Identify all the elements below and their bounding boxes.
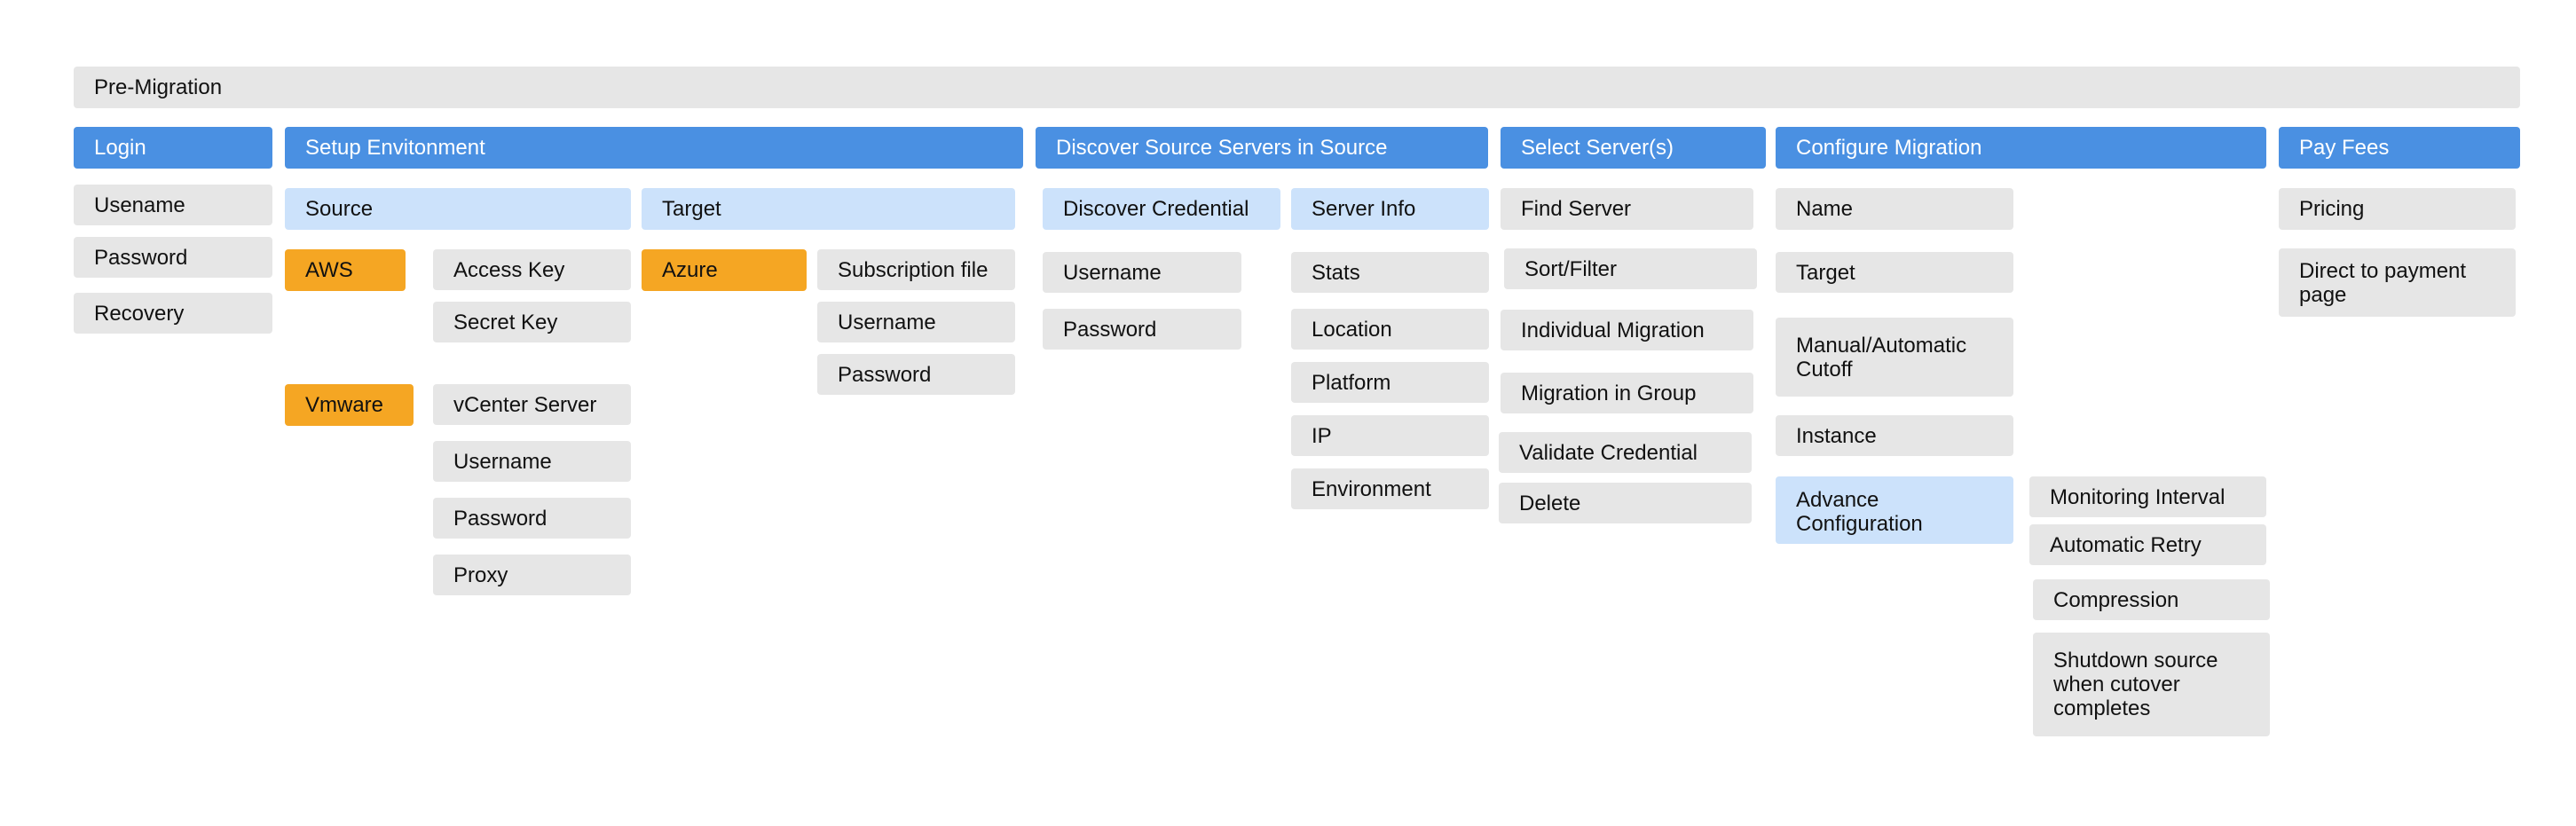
- header-configure-migration[interactable]: Configure Migration: [1776, 127, 2266, 169]
- credential-password: Password: [1043, 309, 1241, 350]
- header-select-servers[interactable]: Select Server(s): [1501, 127, 1766, 169]
- login-username: Usename: [74, 185, 272, 225]
- configure-advance-configuration[interactable]: Advance Configuration: [1776, 476, 2013, 544]
- discover-credential[interactable]: Discover Credential: [1043, 188, 1280, 230]
- pay-pricing: Pricing: [2279, 188, 2516, 230]
- select-validate-credential: Validate Credential: [1499, 432, 1752, 473]
- pre-migration-title: Pre-Migration: [74, 67, 2520, 108]
- login-password: Password: [74, 237, 272, 278]
- header-setup-environment[interactable]: Setup Envitonment: [285, 127, 1023, 169]
- configure-manual-automatic-cutoff: Manual/Automatic Cutoff: [1776, 318, 2013, 397]
- select-sort-filter: Sort/Filter: [1504, 248, 1757, 289]
- vmware-vcenter-server: vCenter Server: [433, 384, 631, 425]
- azure-subscription-file: Subscription file: [817, 249, 1015, 290]
- select-migration-in-group: Migration in Group: [1501, 373, 1753, 413]
- select-find-server: Find Server: [1501, 188, 1753, 230]
- configure-name: Name: [1776, 188, 2013, 230]
- header-login[interactable]: Login: [74, 127, 272, 169]
- advanced-monitoring-interval: Monitoring Interval: [2029, 476, 2266, 517]
- server-info-ip: IP: [1291, 415, 1489, 456]
- header-discover-source-servers[interactable]: Discover Source Servers in Source: [1036, 127, 1488, 169]
- azure-password: Password: [817, 354, 1015, 395]
- server-info[interactable]: Server Info: [1291, 188, 1489, 230]
- setup-source[interactable]: Source: [285, 188, 631, 230]
- login-recovery: Recovery: [74, 293, 272, 334]
- vmware-username: Username: [433, 441, 631, 482]
- select-individual-migration: Individual Migration: [1501, 310, 1753, 350]
- advanced-shutdown-source: Shutdown source when cutover completes: [2033, 633, 2270, 736]
- provider-azure[interactable]: Azure: [642, 249, 807, 291]
- server-info-platform: Platform: [1291, 362, 1489, 403]
- select-delete: Delete: [1499, 483, 1752, 523]
- advanced-automatic-retry: Automatic Retry: [2029, 524, 2266, 565]
- server-info-stats: Stats: [1291, 252, 1489, 293]
- pay-direct-to-payment-page: Direct to payment page: [2279, 248, 2516, 317]
- aws-access-key: Access Key: [433, 249, 631, 290]
- provider-vmware[interactable]: Vmware: [285, 384, 414, 426]
- vmware-proxy: Proxy: [433, 555, 631, 595]
- vmware-password: Password: [433, 498, 631, 539]
- configure-target: Target: [1776, 252, 2013, 293]
- server-info-location: Location: [1291, 309, 1489, 350]
- setup-target[interactable]: Target: [642, 188, 1015, 230]
- advanced-compression: Compression: [2033, 579, 2270, 620]
- azure-username: Username: [817, 302, 1015, 342]
- provider-aws[interactable]: AWS: [285, 249, 406, 291]
- server-info-environment: Environment: [1291, 468, 1489, 509]
- aws-secret-key: Secret Key: [433, 302, 631, 342]
- credential-username: Username: [1043, 252, 1241, 293]
- header-pay-fees[interactable]: Pay Fees: [2279, 127, 2520, 169]
- configure-instance: Instance: [1776, 415, 2013, 456]
